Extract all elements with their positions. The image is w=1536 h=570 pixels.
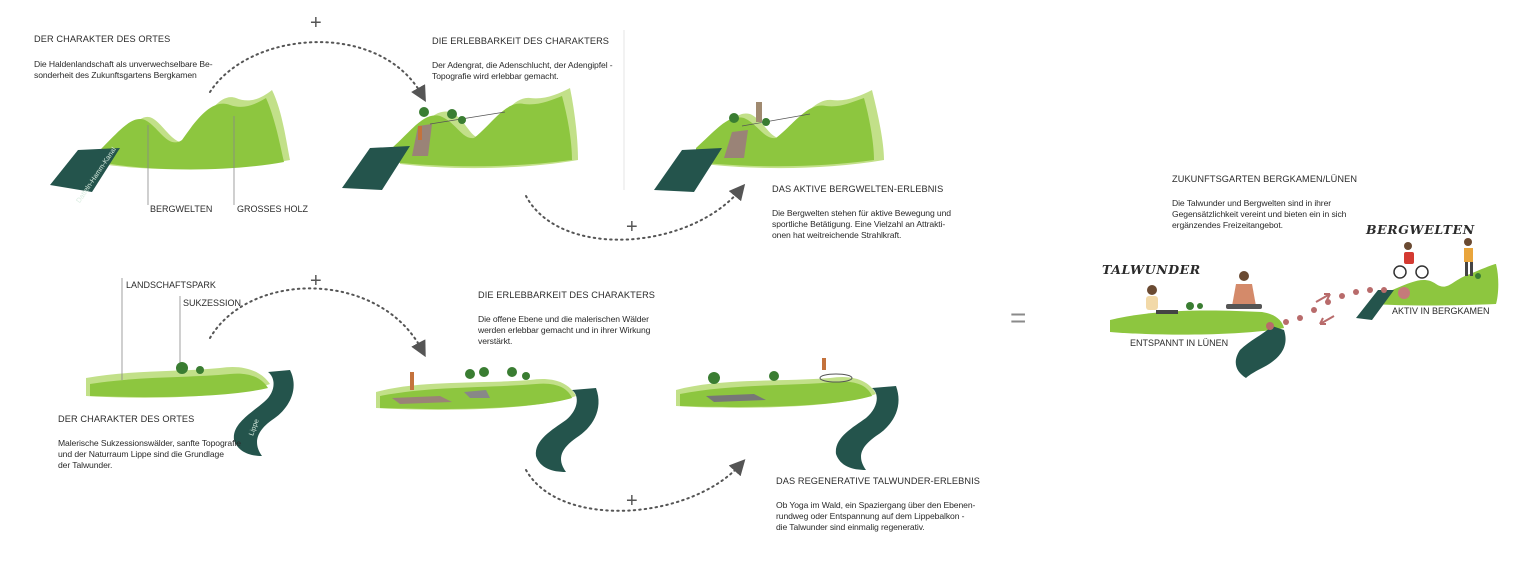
plus-sign: + bbox=[310, 270, 322, 292]
top-step2-title: DIE ERLEBBARKEIT DES CHARAKTERS bbox=[432, 36, 610, 46]
tree-icon bbox=[447, 109, 457, 119]
text-line: und der Naturraum Lippe sind die Grundla… bbox=[58, 449, 224, 459]
tree-icon bbox=[176, 362, 188, 374]
mountain-landscape-1 bbox=[50, 90, 290, 205]
text-line: sportliche Betätigung. Eine Vielzahl an … bbox=[772, 219, 946, 229]
bottom-step1-title: DER CHARAKTER DES ORTES bbox=[58, 414, 195, 424]
arrow-top-2 bbox=[525, 183, 746, 241]
tree-icon bbox=[729, 113, 739, 123]
result-text: Die Talwunder und Bergwelten sind in ihr… bbox=[1172, 198, 1346, 231]
bottom-step1-text: Malerische Sukzessionswälder, sanfte Top… bbox=[58, 438, 241, 471]
tree-icon bbox=[419, 107, 429, 117]
text-line: onen hat weitreichende Strahlkraft. bbox=[772, 230, 902, 240]
mountain-landscape-3 bbox=[654, 90, 884, 192]
text-line: ergänzendes Freizeitangebot. bbox=[1172, 220, 1283, 230]
bottom-step2-title: DIE ERLEBBARKEIT DES CHARAKTERS bbox=[478, 290, 656, 300]
tree-icon bbox=[1186, 302, 1194, 310]
flat-landscape-3 bbox=[676, 358, 899, 470]
label-sukzession: SUKZESSION bbox=[183, 298, 242, 308]
reader-icon bbox=[1146, 285, 1178, 314]
flat-landscape-2 bbox=[376, 367, 599, 472]
text-line: die Talwunder sind einmalig regenerativ. bbox=[776, 522, 925, 532]
flat-landscape-1 bbox=[86, 278, 294, 456]
text-line: Die offene Ebene und die malerischen Wäl… bbox=[478, 314, 649, 324]
tree-icon bbox=[458, 116, 466, 124]
bicycle-icon bbox=[1393, 242, 1429, 279]
result-title: ZUKUNFTSGARTEN BERGKAMEN/LÜNEN bbox=[1172, 174, 1358, 184]
bottom-step2-text: Die offene Ebene und die malerischen Wäl… bbox=[478, 314, 650, 347]
equals-sign: = bbox=[1010, 302, 1027, 333]
tree-icon bbox=[769, 371, 779, 381]
text-line: Die Haldenlandschaft als unverwechselbar… bbox=[34, 59, 213, 69]
text-line: Malerische Sukzessionswälder, sanfte Top… bbox=[58, 438, 241, 448]
top-step2-text: Der Adengrat, die Adenschlucht, der Aden… bbox=[432, 60, 613, 82]
bergwelten-heading: BERGWELTEN bbox=[1366, 222, 1475, 237]
text-line: Die Talwunder und Bergwelten sind in ihr… bbox=[1172, 198, 1332, 208]
text-line: Topografie wird erlebbar gemacht. bbox=[432, 71, 559, 81]
top-step1-text: Die Haldenlandschaft als unverwechselbar… bbox=[34, 59, 213, 81]
tree-icon bbox=[708, 372, 720, 384]
tower-icon bbox=[756, 102, 762, 122]
text-line: Die Bergwelten stehen für aktive Bewegun… bbox=[772, 208, 951, 218]
top-step3-text: Die Bergwelten stehen für aktive Bewegun… bbox=[772, 208, 951, 241]
tree-icon bbox=[522, 372, 530, 380]
arrow-bottom-2 bbox=[525, 459, 746, 512]
text-line: rundweg oder Entspannung auf dem Lippeba… bbox=[776, 511, 965, 521]
person-icon bbox=[410, 372, 414, 390]
text-line: Der Adengrat, die Adenschlucht, der Aden… bbox=[432, 60, 613, 70]
arrow-top-1 bbox=[209, 41, 426, 102]
plus-sign: + bbox=[626, 216, 638, 238]
tree-icon bbox=[479, 367, 489, 377]
text-line: Ob Yoga im Wald, ein Spaziergang über de… bbox=[776, 500, 976, 510]
yoga-icon bbox=[1226, 271, 1262, 309]
bottom-step3-title: DAS REGENERATIVE TALWUNDER-ERLEBNIS bbox=[776, 476, 980, 486]
text-line: der Talwunder. bbox=[58, 460, 113, 470]
tree-icon bbox=[1197, 303, 1203, 309]
person-icon bbox=[418, 126, 422, 140]
tree-icon bbox=[465, 369, 475, 379]
talwunder-heading: TALWUNDER bbox=[1102, 262, 1201, 277]
top-step1-title: DER CHARAKTER DES ORTES bbox=[34, 34, 171, 44]
tree-icon bbox=[1475, 273, 1481, 279]
label-bergwelten: BERGWELTEN bbox=[150, 204, 213, 214]
text-line: Gegensätzlichkeit vereint und bieten ein… bbox=[1172, 209, 1347, 219]
tree-icon bbox=[762, 118, 770, 126]
text-line: verstärkt. bbox=[478, 336, 513, 346]
person-icon bbox=[822, 358, 826, 370]
text-line: werden erlebbar gemacht und in ihrer Wir… bbox=[478, 325, 651, 335]
arrow-bottom-1 bbox=[209, 287, 426, 358]
bottom-step3-text: Ob Yoga im Wald, ein Spaziergang über de… bbox=[776, 500, 975, 533]
tree-icon bbox=[507, 367, 517, 377]
caption-entspannt: ENTSPANNT IN LÜNEN bbox=[1130, 338, 1229, 348]
top-step3-title: DAS AKTIVE BERGWELTEN-ERLEBNIS bbox=[772, 184, 944, 194]
label-landschaftspark: LANDSCHAFTSPARK bbox=[126, 280, 216, 290]
hiker-icon bbox=[1464, 238, 1473, 276]
plus-sign: + bbox=[310, 12, 322, 34]
connection-dots bbox=[1266, 287, 1410, 330]
caption-aktiv: AKTIV IN BERGKAMEN bbox=[1392, 306, 1490, 316]
text-line: sonderheit des Zukunftsgartens Bergkamen bbox=[34, 70, 197, 80]
tree-icon bbox=[196, 366, 204, 374]
plus-sign: + bbox=[626, 490, 638, 512]
mountain-landscape-2 bbox=[342, 88, 578, 190]
talwunder-landscape bbox=[1110, 271, 1286, 378]
label-grosses-holz: GROSSES HOLZ bbox=[237, 204, 309, 214]
